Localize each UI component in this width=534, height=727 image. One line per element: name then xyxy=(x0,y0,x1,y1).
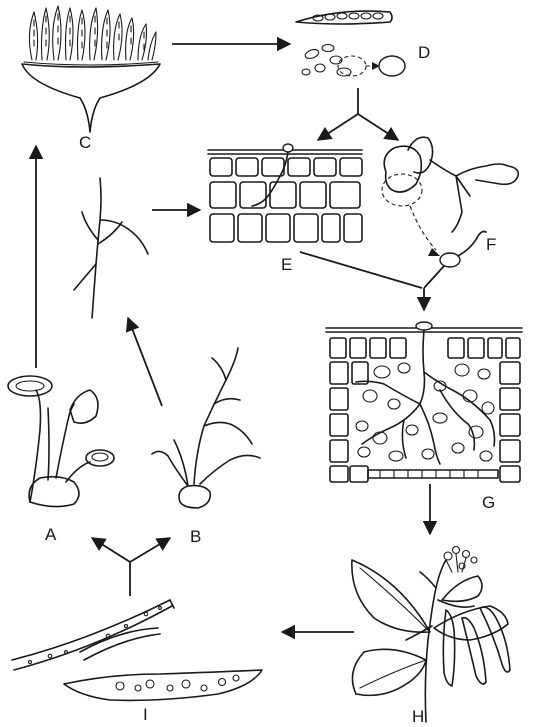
arrow-i-split xyxy=(92,538,170,596)
label-a: A xyxy=(45,525,57,544)
apothecia-a xyxy=(8,376,114,507)
arrow-e-to-g xyxy=(300,252,422,288)
arrow-b-to-branch xyxy=(128,318,162,406)
conidiophores-b xyxy=(152,348,260,508)
host-cells-e xyxy=(208,144,362,242)
infected-stem-pod-i xyxy=(12,600,262,700)
apothecium-section-c xyxy=(22,6,160,132)
label-f: F xyxy=(486,235,496,254)
label-e: E xyxy=(281,255,292,274)
infected-tissue-g xyxy=(326,322,522,482)
label-b: B xyxy=(190,527,201,546)
arrow-d-split xyxy=(318,88,398,140)
label-h: H xyxy=(412,707,424,726)
germinating-spores-f xyxy=(382,137,518,267)
diseased-plant-h xyxy=(352,547,510,723)
ascospores-d xyxy=(296,11,405,76)
label-i: I xyxy=(143,705,148,724)
label-g: G xyxy=(482,493,495,512)
label-c: C xyxy=(79,133,91,152)
label-d: D xyxy=(418,43,430,62)
arrow-f-to-g xyxy=(424,266,444,288)
conidiophore-branch xyxy=(74,178,148,318)
